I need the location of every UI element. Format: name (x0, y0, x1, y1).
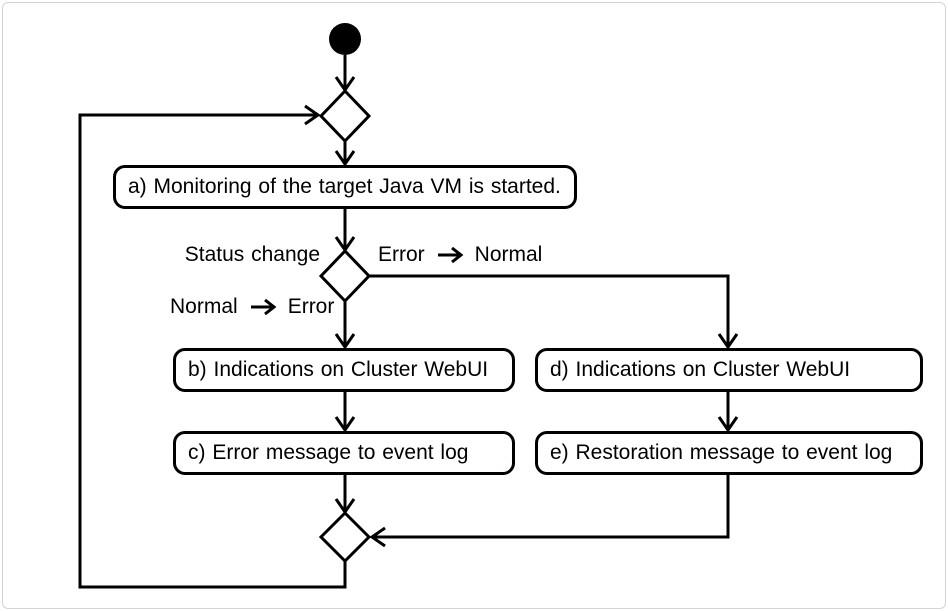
arrow-decision-to-d (369, 274, 730, 347)
activity-box-c: c) Error message to event log (173, 431, 515, 475)
arrow-e-to-merge (372, 475, 730, 539)
normal-to-error-label: Normal Error (170, 296, 334, 317)
arrowhead-down-icon (334, 150, 356, 167)
arrowhead-right-icon (304, 104, 321, 126)
activity-box-c-label: c) Error message to event log (188, 441, 469, 464)
normal-to-error-from: Normal (170, 295, 238, 318)
right-arrow-icon (437, 246, 463, 263)
normal-to-error-to: Error (287, 295, 335, 318)
error-to-normal-from: Error (378, 243, 425, 266)
right-arrow-icon (250, 298, 276, 315)
activity-box-e-label: e) Restoration message to event log (550, 441, 893, 464)
arrowhead-down-icon (717, 333, 739, 350)
activity-box-e: e) Restoration message to event log (535, 431, 923, 475)
activity-box-d-label: d) Indications on Cluster WebUI (550, 358, 851, 381)
activity-box-a-label: a) Monitoring of the target Java VM is s… (128, 175, 561, 198)
activity-box-b-label: b) Indications on Cluster WebUI (188, 358, 489, 381)
activity-box-d: d) Indications on Cluster WebUI (535, 348, 923, 392)
start-node-icon (329, 23, 361, 55)
activity-box-b: b) Indications on Cluster WebUI (173, 348, 515, 392)
arrowhead-down-icon (334, 416, 356, 433)
arrowhead-down-icon (717, 416, 739, 433)
activity-box-a: a) Monitoring of the target Java VM is s… (113, 165, 577, 209)
arrowhead-down-icon (334, 333, 356, 350)
merge-diamond-bottom (318, 510, 372, 564)
loopback-connector (78, 113, 347, 589)
status-change-label: Status change (184, 243, 320, 266)
decision-diamond-status-change (318, 248, 372, 304)
error-to-normal-to: Normal (474, 243, 543, 266)
merge-diamond-top (318, 88, 372, 144)
arrowhead-left-icon (369, 526, 386, 548)
error-to-normal-label: Error Normal (378, 244, 542, 265)
